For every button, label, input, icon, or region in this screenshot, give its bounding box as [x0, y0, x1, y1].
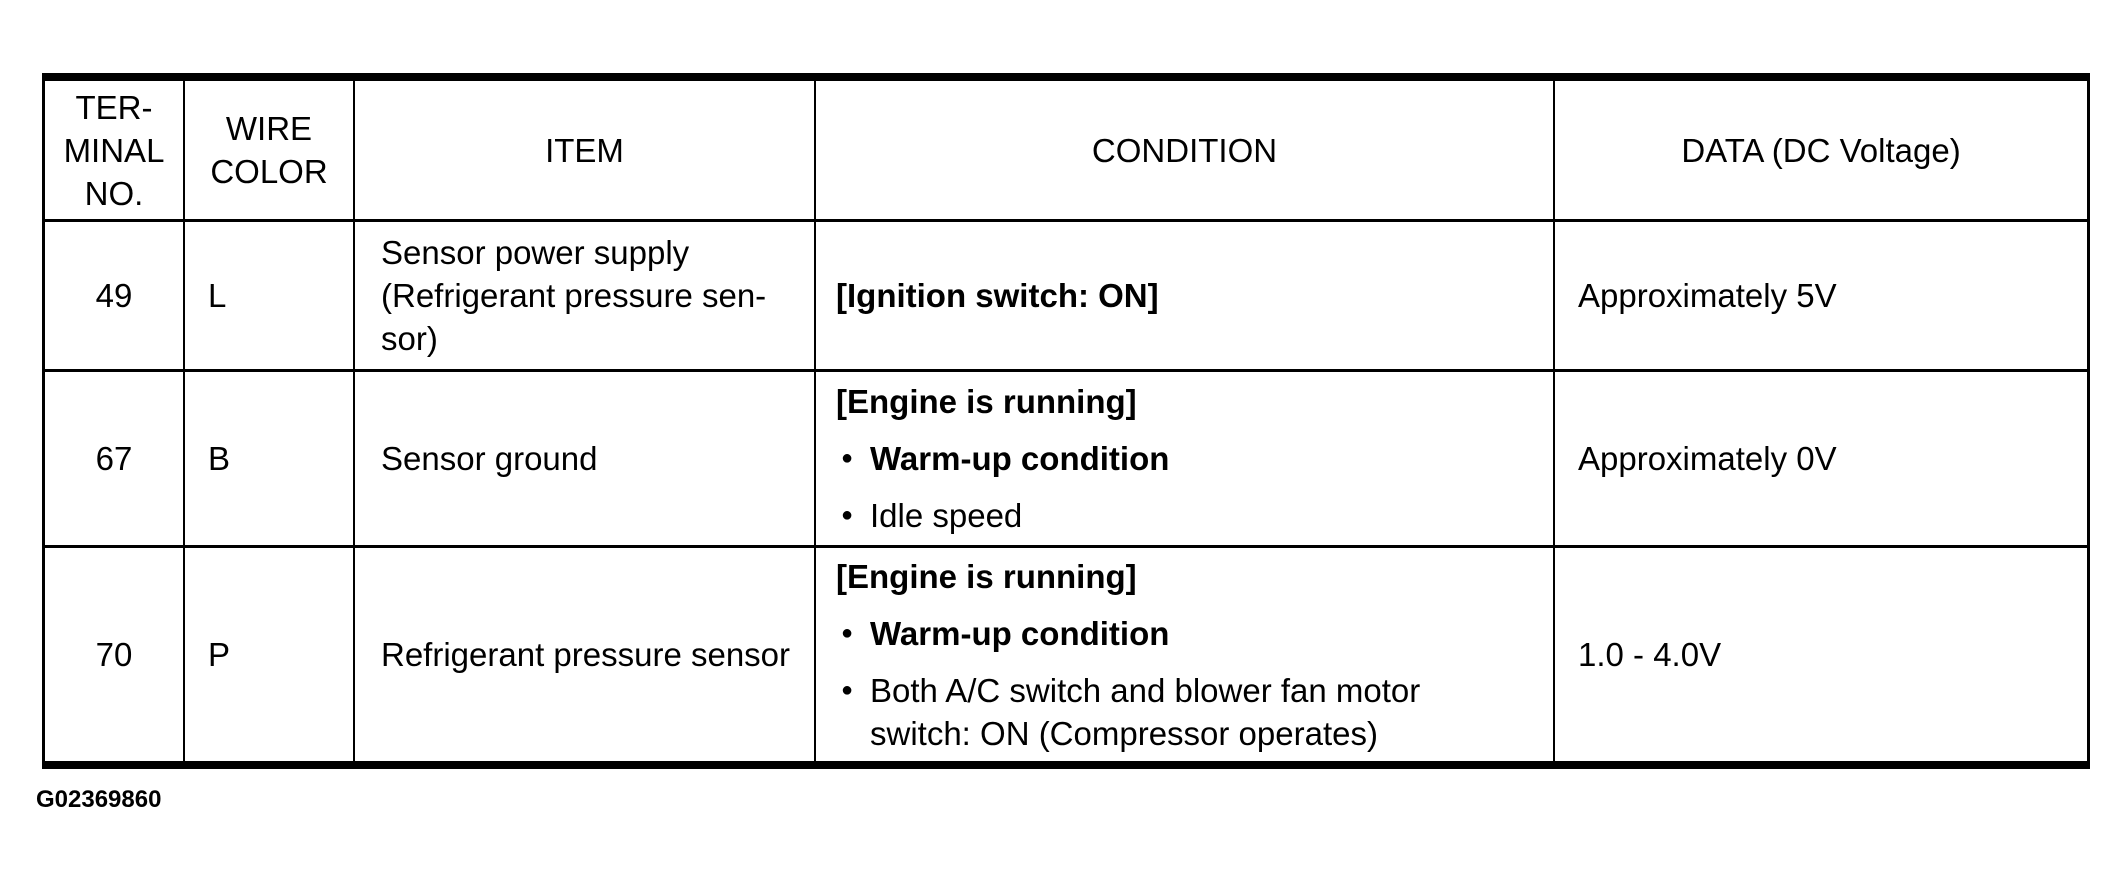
bullet-icon: ●	[841, 621, 854, 644]
condition-text: Warm-up condition	[870, 440, 1170, 477]
condition-statement: [Ignition switch: ON]	[836, 274, 1539, 317]
bullet-icon: ●	[841, 447, 854, 469]
condition-statement: [Engine is running]	[836, 555, 1539, 598]
figure-id-label: G02369860	[36, 786, 162, 813]
condition-bullet-item: ● Warm-up condition	[836, 612, 1539, 655]
condition-bullet-item: ● Warm-up condition	[836, 437, 1539, 480]
condition-text: Both A/C switch and blower fan motor swi…	[870, 671, 1421, 752]
cell-terminal-no: 49	[45, 222, 185, 372]
cell-condition: [Engine is running] ● Warm-up condition …	[816, 372, 1555, 548]
column-header-terminal-no: TER- MINAL NO.	[45, 81, 185, 222]
column-header-data: DATA (DC Voltage)	[1555, 81, 2087, 222]
bullet-icon: ●	[841, 678, 854, 701]
cell-condition: [Ignition switch: ON]	[816, 222, 1555, 372]
condition-text: [Engine is running]	[836, 557, 1137, 595]
cell-wire-color: L	[185, 222, 355, 372]
cell-data-value: Approximately 0V	[1555, 372, 2087, 548]
column-header-condition: CONDITION	[816, 81, 1555, 222]
cell-terminal-no: 70	[45, 548, 185, 761]
bullet-icon: ●	[841, 504, 854, 526]
condition-text: [Engine is running]	[836, 383, 1137, 420]
cell-wire-color: B	[185, 372, 355, 548]
cell-item: Sensor power supply (Refrigerant pressur…	[355, 222, 816, 372]
condition-text: Idle speed	[870, 497, 1023, 534]
condition-text: Warm-up condition	[870, 614, 1170, 652]
column-header-item: ITEM	[355, 81, 816, 222]
condition-bullet-item: ● Both A/C switch and blower fan motor s…	[836, 669, 1539, 755]
terminal-voltage-table: TER- MINAL NO. WIRE COLOR ITEM CONDITION…	[42, 73, 2090, 769]
cell-terminal-no: 67	[45, 372, 185, 548]
cell-data-value: 1.0 - 4.0V	[1578, 636, 1722, 673]
condition-text: [Ignition switch: ON]	[836, 277, 1159, 314]
cell-item: Sensor ground	[355, 372, 816, 548]
condition-bullet-item: ● Idle speed	[836, 494, 1539, 537]
cell-item: Refrigerant pressure sensor	[355, 548, 816, 761]
cell-condition: [Engine is running] ● Warm-up condition …	[816, 548, 1555, 761]
condition-statement: [Engine is running]	[836, 380, 1539, 423]
cell-wire-color: P	[185, 548, 355, 761]
cell-data-value: Approximately 5V	[1555, 222, 2087, 372]
column-header-wire-color: WIRE COLOR	[185, 81, 355, 222]
